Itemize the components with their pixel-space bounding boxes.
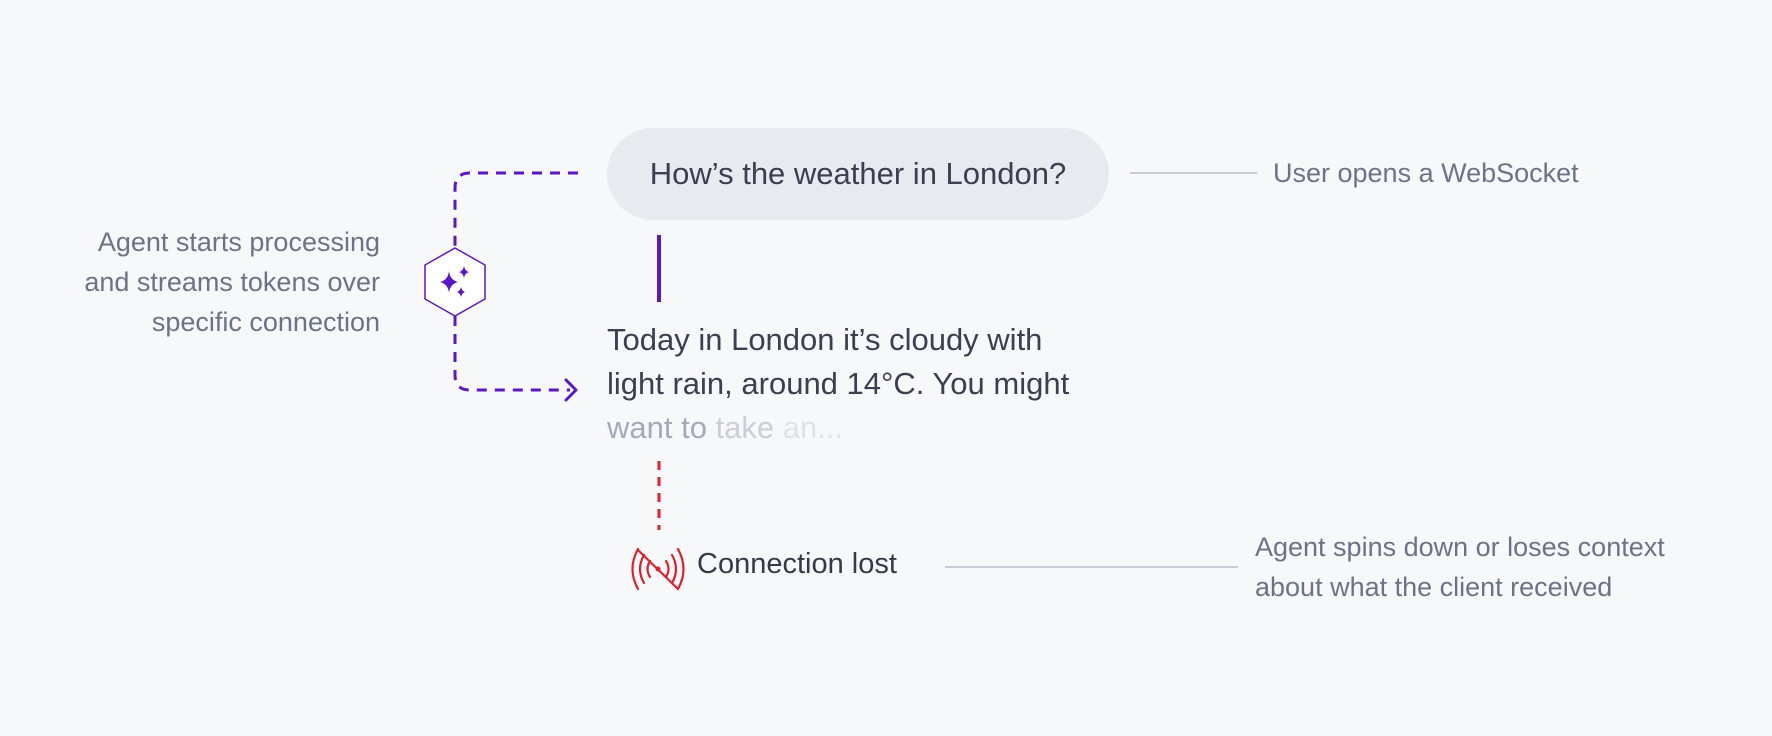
note-line: about what the client received (1255, 572, 1613, 602)
agent-hexagon (424, 247, 486, 317)
signal-off-icon (631, 547, 685, 591)
note-line: specific connection (151, 307, 380, 337)
response-fragment: to (672, 410, 707, 445)
response-line: Today in London it’s cloudy with (607, 322, 1043, 357)
agent-response: Today in London it’s cloudy with light r… (607, 318, 1087, 450)
response-line-fading: want to take an... (607, 406, 1087, 450)
agent-processing-note: Agent starts processing and streams toke… (20, 222, 380, 342)
response-fragment: an... (774, 410, 844, 445)
note-line: and streams tokens over (84, 267, 380, 297)
stream-connector (453, 316, 570, 392)
response-line: light rain, around 14°C. You might (607, 366, 1070, 401)
context-loss-note: Agent spins down or loses context about … (1255, 527, 1755, 607)
user-message-bubble: How’s the weather in London? (607, 128, 1109, 220)
websocket-note: User opens a WebSocket (1273, 158, 1579, 188)
sparkles-icon (440, 266, 469, 297)
user-message-text: How’s the weather in London? (649, 156, 1067, 191)
arrowhead (564, 378, 578, 402)
response-fragment: take (706, 410, 775, 445)
request-connector (453, 171, 578, 246)
connection-lost-label: Connection lost (697, 548, 897, 580)
note-line: Agent starts processing (97, 227, 380, 257)
response-fragment: want (607, 410, 673, 445)
note-line: Agent spins down or loses context (1255, 532, 1665, 562)
